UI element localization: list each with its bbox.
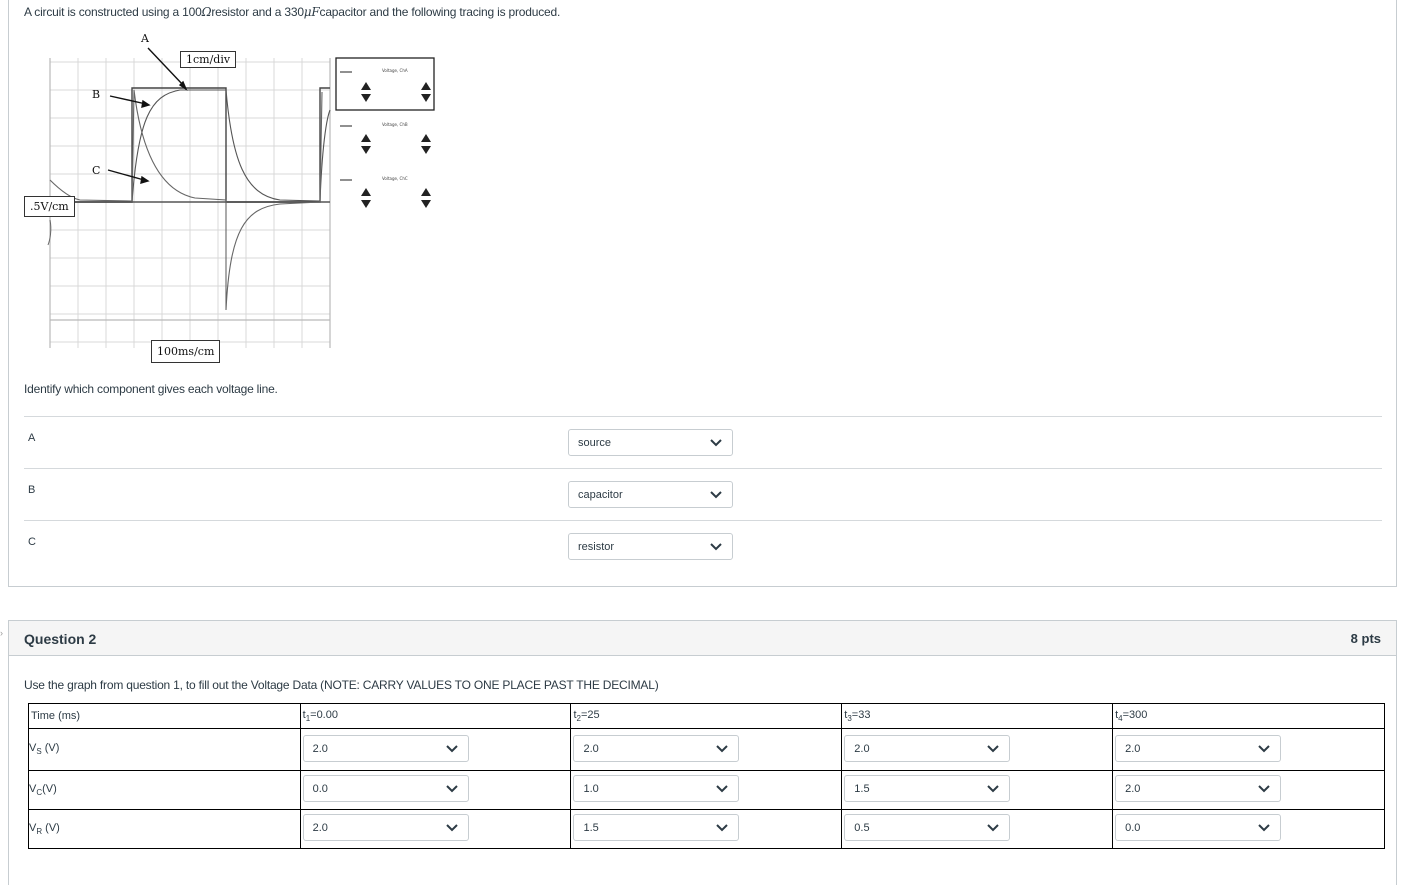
oscilloscope-figure: Voltage, ChA Voltage, ChB Voltage, ChC A… <box>20 30 440 370</box>
chevron-down-icon <box>445 744 458 752</box>
divider <box>24 520 1382 521</box>
select-vc-t3[interactable]: 1.5 <box>844 775 1011 802</box>
select-b[interactable]: capacitor <box>568 481 733 508</box>
select-b-value: capacitor <box>578 489 623 501</box>
channel-panel: Voltage, ChA Voltage, ChB Voltage, ChC <box>335 57 435 208</box>
table-row-vs: VS (V) 2.0 2.0 2.0 2.0 <box>28 728 1385 771</box>
question-1-prompt: A circuit is constructed using a 100Ωres… <box>24 5 561 19</box>
chevron-down-icon <box>1258 824 1270 832</box>
select-vs-t2[interactable]: 2.0 <box>573 734 740 762</box>
chevron-down-icon <box>710 543 722 551</box>
select-vr-t3[interactable]: 0.5 <box>844 814 1011 841</box>
label-b: B <box>92 88 101 101</box>
table-row-vr: VR (V) 2.0 1.5 0.5 0.0 <box>28 809 1385 849</box>
select-vc-t1[interactable]: 0.0 <box>302 775 469 802</box>
row-label-a: A <box>28 432 36 444</box>
chevron-down-icon <box>710 491 722 499</box>
select-a-value: source <box>578 437 612 449</box>
select-vs-t3[interactable]: 2.0 <box>844 734 1011 762</box>
select-a[interactable]: source <box>568 429 733 456</box>
voltage-data-table: Time (ms) t1=0.00 t2=25 t3=33 t4=300 VS … <box>28 703 1385 849</box>
corner-header: Time (ms) <box>28 703 301 729</box>
time-header-2: t2=25 <box>570 703 843 729</box>
chevron-down-icon <box>1258 744 1270 752</box>
time-header-3: t3=33 <box>841 703 1114 729</box>
select-c-value: resistor <box>578 541 615 553</box>
chevron-down-icon <box>987 785 999 793</box>
select-vr-t2[interactable]: 1.5 <box>573 814 740 841</box>
chevron-down-icon <box>716 744 729 752</box>
trace-b-capacitor <box>131 89 331 203</box>
row-label-vs: VS (V) <box>28 728 301 771</box>
select-vc-t4[interactable]: 2.0 <box>1115 775 1282 802</box>
question-2-panel <box>8 655 1397 885</box>
question-2-prompt: Use the graph from question 1, to fill o… <box>24 678 659 692</box>
row-label-c: C <box>28 536 36 548</box>
row-label-b: B <box>28 484 36 496</box>
chevron-down-icon <box>710 439 722 447</box>
panel-label-a: Voltage, ChA <box>382 68 408 73</box>
callout-time: 100ms/cm <box>151 340 221 363</box>
label-a: A <box>141 32 149 45</box>
time-header-4: t4=300 <box>1112 703 1385 729</box>
time-header-1: t1=0.00 <box>299 703 572 729</box>
question-2-title: Question 2 <box>24 631 97 647</box>
question-flag-icon[interactable]: › <box>0 628 3 638</box>
table-row-vc: VC(V) 0.0 1.0 1.5 2.0 <box>28 770 1385 810</box>
callout-volt: .5V/cm <box>24 196 75 217</box>
label-arrows <box>107 47 188 184</box>
chevron-down-icon <box>716 824 729 832</box>
question-1-panel <box>8 0 1397 587</box>
panel-label-b: Voltage, ChB <box>382 122 408 127</box>
chevron-down-icon <box>1258 785 1270 793</box>
chevron-down-icon <box>445 824 458 832</box>
chevron-down-icon <box>987 744 999 752</box>
select-vs-t4[interactable]: 2.0 <box>1115 734 1282 762</box>
select-vc-t2[interactable]: 1.0 <box>573 775 740 802</box>
table-header-row: Time (ms) t1=0.00 t2=25 t3=33 t4=300 <box>28 703 1385 729</box>
chevron-down-icon <box>987 824 999 832</box>
select-vr-t4[interactable]: 0.0 <box>1115 814 1282 841</box>
chevron-down-icon <box>445 785 458 793</box>
select-c[interactable]: resistor <box>568 533 733 560</box>
divider <box>24 416 1382 417</box>
callout-time-div: 1cm/div <box>180 51 237 68</box>
select-vs-t1[interactable]: 2.0 <box>302 734 469 762</box>
divider <box>24 468 1382 469</box>
row-label-vc: VC(V) <box>28 770 301 810</box>
identify-prompt: Identify which component gives each volt… <box>24 382 278 396</box>
panel-label-c: Voltage, ChC <box>382 176 408 181</box>
row-label-vr: VR (V) <box>28 809 301 849</box>
label-c: C <box>92 164 101 177</box>
chevron-down-icon <box>716 785 729 793</box>
scope-grid <box>49 58 331 348</box>
question-2-points: 8 pts <box>1350 631 1381 646</box>
select-vr-t1[interactable]: 2.0 <box>302 814 469 841</box>
question-2-header: Question 2 8 pts <box>8 620 1397 656</box>
